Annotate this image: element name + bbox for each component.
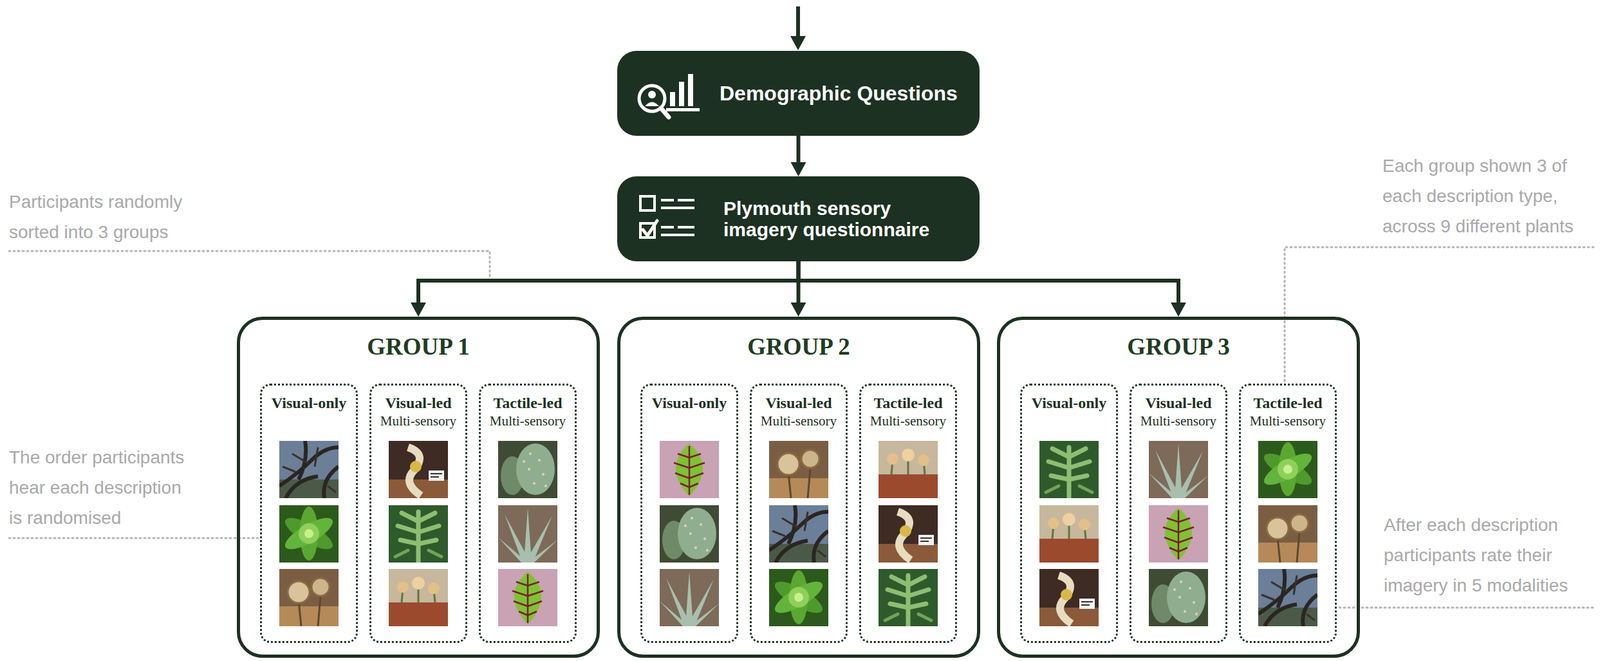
- plant-photo: [388, 505, 448, 563]
- box-label: Demographic Questions: [719, 81, 968, 106]
- description-panel: Tactile-ledMulti-sensory: [478, 383, 577, 643]
- plant-photo: [878, 440, 938, 499]
- plant-photo: [279, 505, 339, 563]
- description-type: Visual-led: [751, 393, 846, 413]
- survey-icon: [632, 67, 704, 123]
- plant-photo: [659, 568, 719, 627]
- plant-photo: [1258, 568, 1318, 627]
- plant-photo: [1039, 505, 1099, 563]
- plant-photo: [1039, 568, 1099, 627]
- description-panel: Visual-ledMulti-sensory: [1129, 383, 1228, 643]
- arrow-head: [410, 302, 427, 317]
- description-panel: Tactile-ledMulti-sensory: [859, 383, 958, 643]
- entry-arrow: [790, 6, 806, 51]
- description-panel: Visual-only: [1020, 383, 1118, 643]
- group-title: GROUP 3: [1000, 332, 1357, 362]
- plant-photo: [498, 505, 558, 563]
- flow-arrow: [790, 135, 807, 177]
- description-type: Visual-led: [1131, 393, 1226, 413]
- plant-photo: [1148, 568, 1209, 627]
- description-type: Tactile-led: [480, 393, 575, 413]
- group-panel: GROUP 1Visual-onlyVisual-ledMulti-sensor…: [236, 316, 600, 658]
- plant-photo: [1148, 505, 1209, 563]
- group-panel: GROUP 2Visual-onlyVisual-ledMulti-sensor…: [617, 316, 981, 658]
- checklist-icon: [637, 193, 698, 245]
- plant-photo: [769, 440, 829, 499]
- description-panel: Tactile-ledMulti-sensory: [1238, 383, 1337, 643]
- description-subtype: Multi-sensory: [751, 412, 846, 430]
- annotation-note: Participants randomly sorted into 3 grou…: [9, 186, 193, 248]
- group-title: GROUP 2: [620, 332, 977, 362]
- plant-photo: [498, 440, 558, 499]
- description-subtype: Multi-sensory: [861, 412, 956, 430]
- description-subtype: Multi-sensory: [1240, 412, 1335, 430]
- group-title: GROUP 1: [240, 332, 597, 362]
- flow-line: [798, 261, 1180, 304]
- annotation-note: Each group shown 3 of each description t…: [1382, 150, 1582, 242]
- description-subtype: Multi-sensory: [1131, 412, 1226, 430]
- description-panel: Visual-only: [640, 383, 739, 643]
- group-panel: GROUP 3Visual-onlyVisual-ledMulti-sensor…: [996, 316, 1360, 658]
- arrow-head: [1170, 302, 1187, 317]
- plant-photo: [498, 568, 558, 627]
- box-label: Plymouth sensory imagery questionnaire: [723, 197, 946, 241]
- annotation-note: The order participants hear each descrip…: [9, 442, 193, 533]
- annotation-note: After each description participants rate…: [1383, 509, 1584, 601]
- plant-photo: [878, 505, 938, 563]
- description-type: Tactile-led: [861, 393, 956, 413]
- plant-photo: [279, 568, 339, 627]
- leader-line: [9, 247, 1594, 608]
- plant-photo: [769, 505, 829, 563]
- plant-photo: [659, 440, 719, 499]
- plant-photo: [1258, 505, 1318, 563]
- plant-photos: [279, 440, 1318, 627]
- plant-photo: [878, 568, 938, 627]
- description-subtype: Multi-sensory: [371, 412, 466, 430]
- plant-photo: [388, 568, 448, 627]
- plant-photo: [769, 568, 829, 627]
- plant-photo: [279, 440, 339, 499]
- description-type: Visual-only: [642, 393, 737, 413]
- flow-arrow: [798, 261, 1187, 317]
- process-box: Plymouth sensory imagery questionnaire: [617, 176, 980, 262]
- description-type: Visual-only: [1022, 393, 1117, 413]
- process-box: Demographic Questions: [617, 50, 980, 136]
- arrow-head: [790, 302, 807, 317]
- plant-photo: [659, 505, 719, 563]
- description-subtype: Multi-sensory: [480, 412, 575, 430]
- arrow-head: [790, 162, 807, 177]
- flow-line: [418, 261, 799, 304]
- description-type: Visual-only: [261, 393, 356, 413]
- flow-line: [796, 135, 801, 164]
- flow-arrow: [410, 261, 799, 317]
- plant-photo: [1039, 440, 1099, 499]
- description-type: Tactile-led: [1240, 393, 1335, 413]
- description-panel: Visual-ledMulti-sensory: [369, 383, 468, 643]
- plant-photo: [1148, 440, 1209, 499]
- description-type: Visual-led: [371, 393, 466, 413]
- description-panel: Visual-only: [260, 383, 358, 643]
- plant-photo: [1258, 440, 1318, 499]
- plant-photo: [388, 440, 448, 499]
- description-panel: Visual-ledMulti-sensory: [749, 383, 848, 643]
